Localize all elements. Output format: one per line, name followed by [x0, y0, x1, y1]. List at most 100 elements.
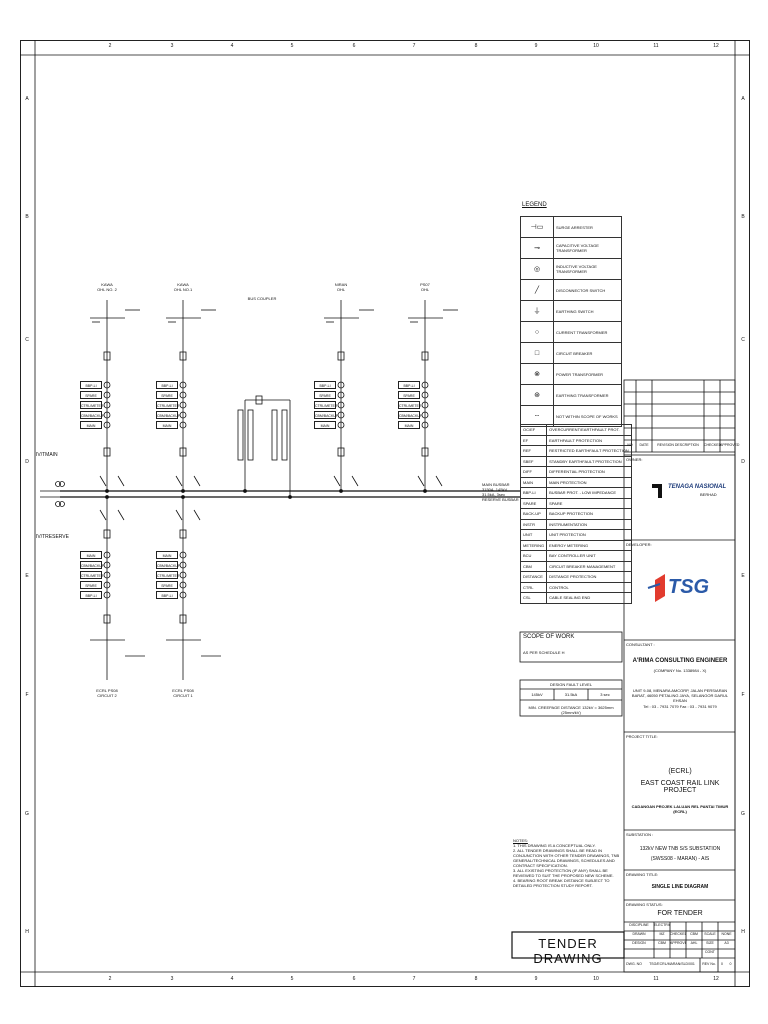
consultant-tel: Tel : 03 - 7931 7079 Fax : 03 - 7931 907…: [643, 704, 717, 709]
circuit-breaker-icon: □: [520, 342, 554, 364]
title-block-scale-label: SCALE: [704, 932, 716, 936]
legend-row: ┄NOT WITHIN SCOPE OF WORKS: [520, 405, 622, 427]
abbreviation-meaning: EARTHFAULT PROTECTION: [546, 434, 632, 446]
notes: NOTES: 1. THIS DRAWING IS A CONCEPTUAL O…: [513, 838, 621, 888]
relay-box: MAIN: [80, 421, 102, 429]
relay-box: CBM/BACKUP: [80, 411, 104, 419]
relay-box: MAIN: [398, 421, 420, 429]
column-number: 3: [170, 43, 174, 49]
feeder-label: BUS COUPLER: [242, 296, 282, 301]
developer-logo-text: TSG: [668, 576, 710, 598]
relay-box: MAIN: [314, 421, 336, 429]
abbreviation-code: CBM: [519, 560, 548, 572]
owner-name: TENAGA NASIONAL: [668, 484, 727, 490]
project-title-label: PROJECT TITLE:: [626, 734, 658, 739]
legend-table: ⊣▭SURGE ARRESTER⊸CAPACITIVE VOLTAGE TRAN…: [520, 216, 622, 427]
title-block-approved-label: APPROVED: [670, 941, 686, 945]
column-number: 7: [412, 43, 416, 49]
consultant-company: (COMPANY No. 1338984 - X): [653, 668, 707, 673]
row-letter: B: [741, 214, 745, 220]
abbreviation-code: INSTR: [519, 518, 548, 530]
abbreviation-code: DIFF: [519, 466, 548, 478]
owner-label: OWNER:: [626, 457, 643, 462]
feeder-name: KAWA: [177, 282, 189, 287]
feeder-sub: CIRCUIT 2: [97, 693, 117, 698]
abbreviation-meaning: DISTANCE PROTECTION: [546, 571, 632, 583]
revision-header: APPROVED: [720, 443, 740, 447]
fault-level-current: 31.5kA: [564, 692, 578, 697]
title-block-checked-label: CHECKED: [670, 932, 686, 936]
note-4: 4. BEARING ROOT BREAK DISTANCE SUBJECT T…: [513, 878, 610, 888]
abbreviation-meaning: DIFFERENTIAL PROTECTION: [546, 466, 632, 478]
legend-label: EARTHING SWITCH: [553, 300, 622, 322]
feeder-name: NIRAN: [334, 282, 348, 287]
abbreviation-code: SPARE: [519, 497, 548, 509]
consultant-name: A'RIMA CONSULTING ENGINEER: [632, 658, 728, 664]
vt-reserve-label: IV/TRESERVE: [36, 534, 69, 540]
relay-box: CBM/BACKUP: [156, 561, 180, 569]
relay-box: SPARE: [398, 391, 420, 399]
substation-label: SUBSTATION :: [626, 832, 654, 837]
column-number: 11: [653, 976, 659, 982]
row-letter: G: [741, 811, 745, 817]
column-number: 4: [230, 43, 234, 49]
relay-box: BBP-LI: [80, 381, 102, 389]
ct-icon: ○: [520, 321, 554, 343]
abbreviation-code: BCU: [519, 550, 548, 562]
relay-box: BBP-LI: [80, 591, 102, 599]
row-letter: D: [25, 459, 29, 465]
column-number: 8: [474, 43, 478, 49]
legend-label: EARTHING TRANSFORMER: [553, 384, 622, 406]
relay-box: MAIN: [156, 421, 178, 429]
row-letter: F: [741, 692, 745, 698]
abbreviation-code: EF: [519, 434, 548, 446]
drawing-title-label: DRAWING TITLE:: [626, 872, 659, 877]
note-3: 3. ALL EXISTING PROTECTION (IF ANY) SHAL…: [513, 868, 614, 878]
column-number: 12: [713, 976, 719, 982]
note-2: 2. ALL TENDER DRAWINGS SHALL BE READ IN …: [513, 848, 620, 868]
abbreviation-code: DISTANCE: [519, 571, 548, 583]
abbreviation-meaning: UNIT PROTECTION: [546, 529, 632, 541]
earthing-switch-icon: ⏚: [520, 300, 554, 322]
earthing-transformer-icon: ⊛: [520, 384, 554, 406]
column-number: 7: [412, 976, 416, 982]
row-letter: C: [741, 337, 745, 343]
abbreviation-code: OC/EF: [519, 424, 548, 436]
relay-box: SPARE: [156, 391, 178, 399]
title-block-discipline-label: DISCIPLINE: [629, 923, 649, 927]
column-number: 9: [534, 976, 538, 982]
abbreviation-code: REF: [519, 445, 548, 457]
abbreviation-code: CTRL: [519, 581, 548, 593]
title-block-size-label: SIZE: [706, 941, 714, 945]
abbreviation-code: CSL: [519, 592, 548, 604]
abbreviation-meaning: BAY CONTROLLER UNIT: [546, 550, 632, 562]
abbreviation-meaning: MAIN PROTECTION: [546, 476, 632, 488]
relay-box: SPARE: [314, 391, 336, 399]
developer-label: DEVELOPER:: [626, 542, 652, 547]
abbreviation-meaning: STANDBY EARTHFAULT PROTECTION: [546, 455, 632, 467]
legend-row: ⊗POWER TRANSFORMER: [520, 363, 622, 385]
cvt-icon: ⊸: [520, 237, 554, 259]
column-number: 2: [108, 976, 112, 982]
abbreviation-meaning: ENERGY METERING: [546, 539, 632, 551]
row-letter: A: [741, 96, 745, 102]
relay-box: CBM/BACKUP: [398, 411, 422, 419]
column-number: 5: [290, 43, 294, 49]
feeder-name: BUS COUPLER: [247, 296, 277, 301]
abbreviation-code: SBEF: [519, 455, 548, 467]
row-letter: E: [741, 573, 745, 579]
